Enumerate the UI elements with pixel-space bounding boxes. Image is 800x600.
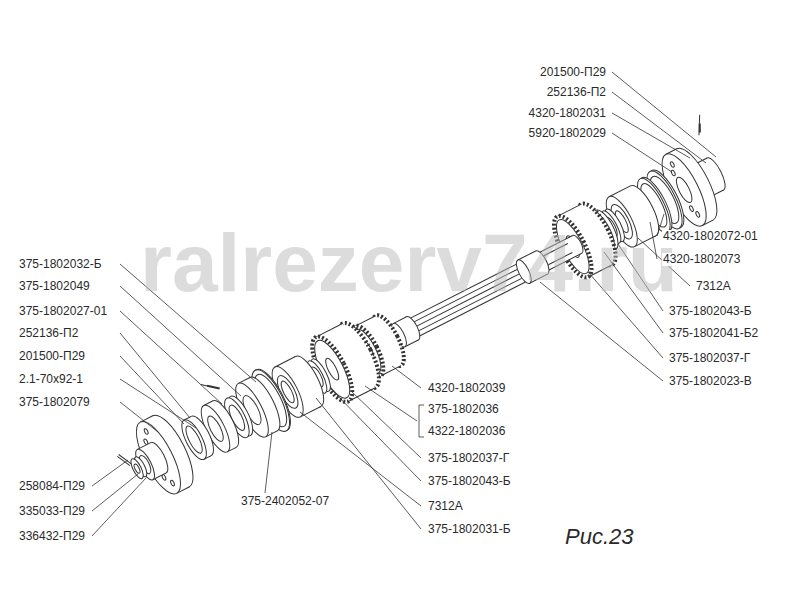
- part-number: 336432-П29: [18, 530, 86, 543]
- part-number: 252136-П2: [546, 86, 607, 99]
- part-number: 375-1802027-01: [18, 305, 108, 318]
- part-number: 2.1-70х92-1: [18, 373, 84, 386]
- part-number: 4320-1802073: [662, 253, 741, 266]
- part-number: 335033-П29: [18, 505, 86, 518]
- part-number: 375-1802023-В: [668, 375, 753, 388]
- exploded-shaft: [99, 115, 745, 510]
- part-number: 7312А: [427, 500, 464, 513]
- part-number: 375-1802036: [427, 403, 500, 416]
- part-number: 4322-1802036: [427, 425, 506, 438]
- part-number: 375-1802049: [18, 280, 91, 293]
- part-number: 375-1802043-Б: [427, 475, 512, 488]
- part-number: 258084-П29: [18, 480, 86, 493]
- part-number: 7312А: [695, 280, 732, 293]
- figure-caption: Рис.23: [565, 525, 634, 549]
- watermark: ralrezerv74.ru: [140, 222, 678, 304]
- part-number: 375-1802079: [18, 396, 91, 409]
- part-number: 252136-П2: [18, 327, 79, 340]
- part-number: 375-1802043-Б: [668, 305, 753, 318]
- part-number: 4320-1802039: [427, 382, 506, 395]
- part-number: 375-1802032-Б: [18, 258, 103, 271]
- part-number: 201500-П29: [18, 350, 86, 363]
- leader-lines: [92, 72, 716, 536]
- part-number: 375-1802037-Г: [427, 452, 510, 465]
- part-number: 4320-1802031: [528, 107, 607, 120]
- part-number: 375-2402052-07: [240, 495, 330, 508]
- part-number: 375-1802031-Б: [427, 523, 512, 536]
- part-number: 375-1802041-Б2: [668, 327, 759, 340]
- part-number: 5920-1802029: [528, 127, 607, 140]
- part-number: 201500-П29: [539, 66, 607, 79]
- part-number: 375-1802037-Г: [668, 352, 751, 365]
- part-number: 4320-1802072-01: [662, 230, 759, 243]
